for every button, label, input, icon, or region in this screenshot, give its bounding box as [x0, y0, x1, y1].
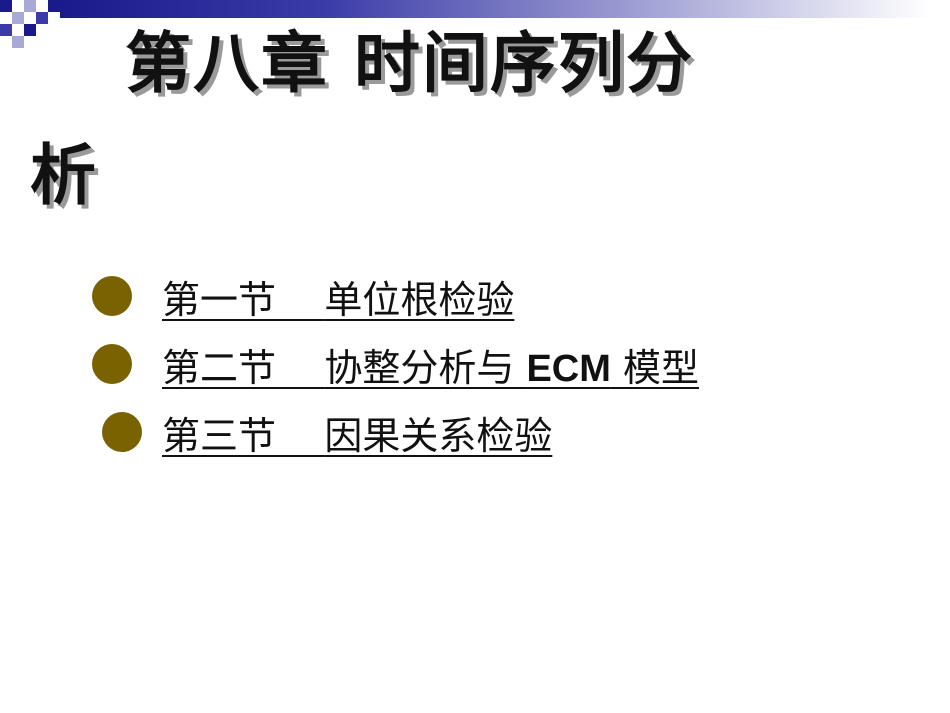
bullet-icon — [92, 276, 132, 316]
title-gradient-bar — [60, 0, 930, 18]
bullet-icon — [102, 412, 142, 452]
section-gap — [276, 414, 324, 458]
section-name: 协整分析与 — [324, 345, 527, 390]
section-item: 第二节 协整分析与 ECM 模型 — [92, 330, 699, 398]
section-gap — [276, 346, 324, 390]
deco-square — [0, 0, 12, 12]
section-link-3[interactable]: 第三节 因果关系检验 — [162, 405, 552, 460]
section-gap — [276, 278, 324, 322]
section-item: 第三节 因果关系检验 — [92, 398, 699, 466]
deco-square — [12, 12, 24, 24]
deco-square — [36, 12, 48, 24]
section-item: 第一节 单位根检验 — [92, 262, 699, 330]
section-number: 第三节 — [162, 413, 277, 458]
section-name: 因果关系检验 — [324, 413, 553, 458]
deco-square — [0, 24, 12, 36]
slide-title: 第八章 时间序列分 析 — [30, 8, 930, 232]
bullet-icon — [92, 344, 132, 384]
deco-square — [48, 0, 60, 12]
corner-decoration — [0, 0, 120, 60]
deco-square — [24, 0, 36, 12]
section-list: 第一节 单位根检验 第二节 协整分析与 ECM 模型 第三节 因果关系检验 — [92, 262, 699, 466]
slide-title-line1: 第八章 时间序列分 — [125, 25, 694, 102]
deco-square — [24, 24, 36, 36]
section-link-2[interactable]: 第二节 协整分析与 ECM 模型 — [162, 337, 699, 392]
section-name-tail: 模型 — [610, 345, 699, 390]
deco-square — [12, 36, 24, 48]
section-link-1[interactable]: 第一节 单位根检验 — [162, 269, 514, 324]
section-number: 第二节 — [162, 345, 277, 390]
section-number: 第一节 — [162, 277, 277, 322]
section-name-latin: ECM — [526, 347, 611, 390]
slide-title-line2: 析 — [30, 137, 98, 214]
section-name: 单位根检验 — [324, 277, 515, 322]
